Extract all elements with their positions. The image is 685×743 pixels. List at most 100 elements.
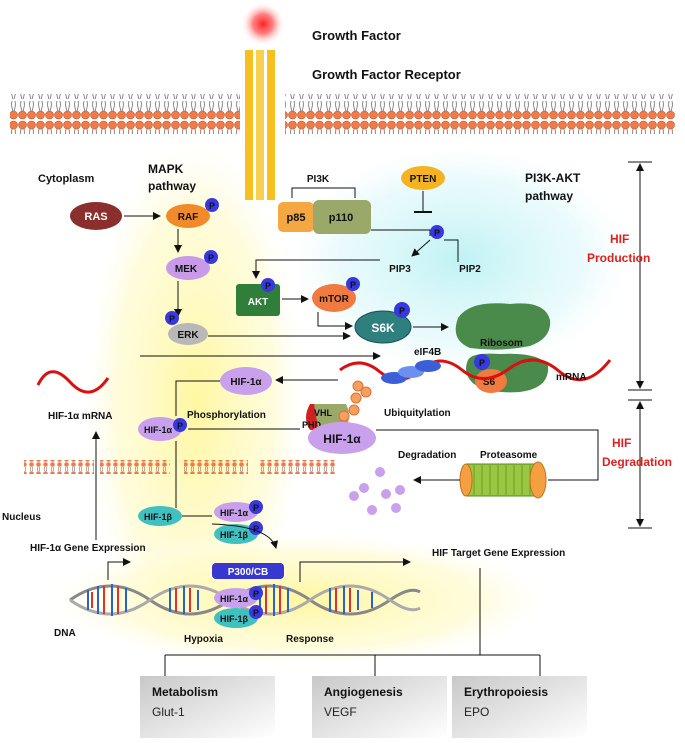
ribosome-large-subunit (455, 303, 551, 350)
hif1b-dna-label: HIF-1β (220, 614, 249, 624)
nucleus-label: Nucleus (2, 512, 41, 523)
pip3-label: PIP3 (389, 264, 411, 275)
proteasome-icon (459, 461, 547, 499)
promoter-arrow-right (299, 558, 411, 582)
cell-membrane-left (10, 94, 240, 134)
hif1b-label: HIF-1β (144, 512, 173, 522)
phospho-icon (249, 605, 263, 619)
phospho-label: P (479, 358, 485, 368)
ras-label: RAS (84, 211, 107, 223)
mtor-node (312, 284, 356, 312)
phospho-label: P (253, 524, 259, 534)
phospho-icon (346, 277, 360, 291)
vhl-node (314, 404, 349, 428)
eif4b-icon (381, 360, 441, 384)
pi3k-akt-label-1: PI3K-AKT (525, 171, 581, 185)
phospho-icon (165, 311, 179, 325)
pip2-line (444, 239, 459, 262)
hif1a-to-proteasome-line (376, 429, 599, 481)
outcome-box (452, 676, 587, 738)
proteasome-label: Proteasome (480, 450, 538, 461)
mrna-label: mRNA (556, 372, 587, 383)
eif4b-label: eIF4B (414, 347, 441, 358)
p110-node (313, 200, 371, 234)
hif-target-gene-expression-label: HIF Target Gene Expression (432, 548, 565, 559)
vhl-label: VHL (314, 408, 333, 418)
phospho-label: P (209, 201, 215, 211)
nuclear-membrane-1 (24, 460, 94, 474)
hif1a-to-phospho-line (175, 380, 220, 416)
outcome-metabolism: Metabolism Glut-1 (140, 676, 275, 738)
nuclear-membrane-3 (184, 460, 248, 474)
ubiquitin-chain-icon (338, 380, 372, 422)
dna-glow (40, 530, 560, 670)
phospho-label: P (434, 228, 440, 238)
cytoplasm-label: Cytoplasm (38, 173, 94, 185)
p85-label: p85 (287, 212, 306, 224)
outcome-title: Metabolism (152, 685, 218, 699)
s6k-label: S6K (371, 321, 395, 335)
growth-factor-icon (241, 2, 285, 46)
growth-factor-label: Growth Factor (312, 28, 401, 43)
dna-label: DNA (54, 628, 76, 639)
hif1a-label: HIF-1α (230, 377, 262, 388)
outcome-tree (164, 568, 541, 676)
phospho-label: P (265, 281, 271, 291)
nuclear-membrane-4 (258, 460, 336, 474)
pi3k-label: PI3K (307, 174, 330, 185)
ubiquitylation-label: Ubiquitylation (384, 408, 451, 419)
phospho-label: P (399, 306, 405, 316)
hypoxia-label: Hypoxia (184, 634, 223, 645)
outcome-box (140, 676, 275, 738)
phospho-label: P (253, 503, 259, 513)
erk-node (168, 323, 208, 345)
pip3-to-akt-arrow (252, 259, 380, 279)
nuclear-complex-arrow (211, 523, 279, 549)
cell-membrane-right (285, 94, 675, 134)
hif1a-dna-label: HIF-1α (220, 594, 249, 604)
response-label: Response (286, 634, 334, 645)
phospho-icon (173, 418, 187, 432)
hif-degradation-bracket (628, 399, 652, 529)
raf-node (166, 204, 210, 228)
hif1a-node (220, 367, 272, 395)
phospho-label: P (177, 421, 183, 431)
pi3k-akt-label-2: pathway (525, 189, 573, 203)
s6k-node (354, 310, 412, 344)
outcome-erythropoiesis: Erythropoiesis EPO (452, 676, 587, 738)
phosphorylation-label: Phosphorylation (187, 410, 266, 421)
hif1b-dna-node (214, 608, 258, 628)
phospho-label: P (253, 589, 259, 599)
phospho-icon (205, 198, 219, 212)
pi3k-bracket (291, 187, 356, 198)
akt-label: AKT (248, 297, 269, 308)
hif1a-nuclear-label: HIF-1α (220, 508, 249, 518)
p-to-pip3-arrow (411, 239, 431, 257)
hif1b-node (138, 506, 182, 526)
promoter-arrow-left (107, 558, 131, 580)
hif-degradation-label-1: HIF (612, 436, 631, 450)
degradation-label: Degradation (398, 450, 456, 461)
mek-label: MEK (175, 264, 198, 275)
akt-node (236, 284, 280, 316)
raf-label: RAF (178, 212, 199, 223)
mapk-label-2: pathway (148, 179, 196, 193)
pten-node (401, 166, 445, 190)
phospho-icon (249, 586, 263, 600)
hif1b-nuclear-node (214, 524, 258, 544)
hif1a-nuclear-node (214, 502, 258, 522)
pten-label: PTEN (410, 174, 437, 185)
ribosom-label: Ribosom (480, 338, 523, 349)
p300-label: P300/CB (228, 567, 269, 578)
degraded-fragments-icon (349, 467, 405, 515)
hif-degradation-label-2: Degradation (602, 455, 672, 469)
growth-factor-receptor-label: Growth Factor Receptor (312, 67, 461, 82)
phospho-label: P (253, 608, 259, 618)
p85-node (278, 202, 314, 232)
hif1b-nuclear-label: HIF-1β (220, 530, 249, 540)
s6-label: S6 (483, 377, 496, 388)
hif1a-mrna-label: HIF-1α mRNA (48, 411, 112, 422)
erk-label: ERK (177, 330, 199, 341)
